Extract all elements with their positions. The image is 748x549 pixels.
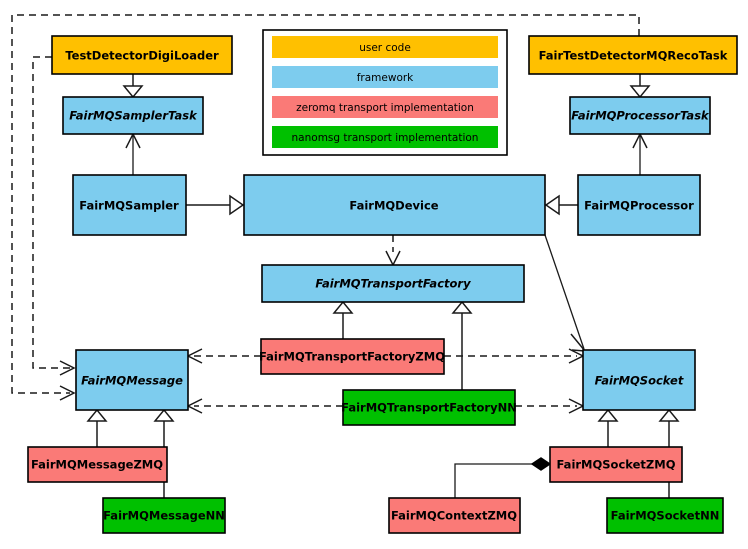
class-node-FairMQDevice[interactable]: FairMQDevice — [243, 174, 546, 236]
class-box-FairMQSampler[interactable] — [72, 174, 187, 236]
class-node-FairTestDetectorMQRecoTask[interactable]: FairTestDetectorMQRecoTask — [528, 35, 738, 75]
class-label-FairMQSampler: FairMQSampler — [79, 199, 179, 213]
class-box-FairMQTransportFactory[interactable] — [261, 264, 525, 303]
legend-swatch-user-code — [272, 36, 498, 58]
arrowhead-recotask-to-processortask — [629, 85, 651, 99]
edge-contextzmq-to-socketzmq — [454, 463, 533, 498]
class-label-FairMQDevice: FairMQDevice — [349, 199, 438, 213]
class-label-FairMQSocketNN: FairMQSocketNN — [611, 509, 720, 523]
legend-label-user-code: user code — [359, 42, 411, 54]
class-node-FairMQSamplerTask[interactable]: FairMQSamplerTask — [62, 96, 204, 135]
class-label-FairMQTransportFactoryZMQ: FairMQTransportFactoryZMQ — [259, 350, 445, 364]
class-box-FairMQMessageNN[interactable] — [102, 497, 226, 534]
class-box-FairMQSocket[interactable] — [582, 349, 696, 411]
class-box-FairMQProcessorTask[interactable] — [569, 96, 711, 135]
class-box-FairMQSocketNN[interactable] — [606, 497, 724, 534]
arrowhead-digiloader-to-message — [59, 360, 76, 376]
class-node-FairMQMessageZMQ[interactable]: FairMQMessageZMQ — [27, 446, 168, 483]
class-label-FairMQMessageNN: FairMQMessageNN — [103, 509, 225, 523]
legend-label-zeromq: zeromq transport implementation — [296, 102, 474, 114]
class-label-FairMQTransportFactoryNN: FairMQTransportFactoryNN — [341, 401, 517, 415]
legend-label-framework: framework — [357, 72, 414, 84]
class-node-FairMQProcessorTask[interactable]: FairMQProcessorTask — [569, 96, 711, 135]
class-box-FairMQSamplerTask[interactable] — [62, 96, 204, 135]
class-box-FairMQMessage[interactable] — [75, 349, 189, 411]
legend-label-nanomsg: nanomsg transport implementation — [292, 132, 479, 144]
class-box-FairMQMessageZMQ[interactable] — [27, 446, 168, 483]
legend-swatch-zeromq — [272, 96, 498, 118]
class-node-TestDetectorDigiLoader[interactable]: TestDetectorDigiLoader — [51, 35, 233, 75]
arrowhead-socketnn-to-socket — [658, 408, 680, 422]
edge-device-to-socket — [544, 234, 585, 350]
class-box-FairMQContextZMQ[interactable] — [388, 497, 521, 534]
class-box-TestDetectorDigiLoader[interactable] — [51, 35, 233, 75]
class-label-FairMQSamplerTask: FairMQSamplerTask — [69, 109, 198, 123]
arrowhead-socketzmq-to-socket — [597, 408, 619, 422]
class-box-FairMQTransportFactoryZMQ[interactable] — [260, 338, 445, 375]
class-label-FairMQMessageZMQ: FairMQMessageZMQ — [31, 458, 163, 472]
arrowhead-recotask-to-message — [59, 385, 76, 401]
arrowhead-digiloader-to-samplertask — [122, 85, 144, 99]
class-box-FairTestDetectorMQRecoTask[interactable] — [528, 35, 738, 75]
edge-digiloader-to-message — [32, 56, 70, 369]
arrowhead-messagezmq-to-message — [86, 408, 108, 422]
class-node-FairMQTransportFactoryNN[interactable]: FairMQTransportFactoryNN — [341, 389, 517, 426]
class-node-FairMQSampler[interactable]: FairMQSampler — [72, 174, 187, 236]
class-node-FairMQSocketZMQ[interactable]: FairMQSocketZMQ — [549, 446, 683, 483]
class-node-FairMQTransportFactory[interactable]: FairMQTransportFactory — [261, 264, 525, 303]
arrowhead-sampler-to-device — [229, 194, 245, 216]
class-label-TestDetectorDigiLoader: TestDetectorDigiLoader — [65, 49, 219, 63]
class-label-FairTestDetectorMQRecoTask: FairTestDetectorMQRecoTask — [539, 49, 728, 63]
class-label-FairMQProcessorTask: FairMQProcessorTask — [571, 109, 710, 123]
class-label-FairMQSocketZMQ: FairMQSocketZMQ — [557, 458, 676, 472]
class-box-FairMQDevice[interactable] — [243, 174, 546, 236]
class-node-FairMQMessage[interactable]: FairMQMessage — [75, 349, 189, 411]
class-label-FairMQProcessor: FairMQProcessor — [584, 199, 694, 213]
class-node-FairMQTransportFactoryZMQ[interactable]: FairMQTransportFactoryZMQ — [259, 338, 445, 375]
class-node-FairMQSocket[interactable]: FairMQSocket — [582, 349, 696, 411]
class-node-FairMQContextZMQ[interactable]: FairMQContextZMQ — [388, 497, 521, 534]
class-label-FairMQMessage: FairMQMessage — [81, 374, 183, 388]
class-label-FairMQSocket: FairMQSocket — [595, 374, 684, 388]
edge-recotask-to-message — [11, 14, 640, 394]
legend: user code framework zeromq transport imp… — [262, 29, 508, 156]
legend-swatch-framework — [272, 66, 498, 88]
class-box-FairMQTransportFactoryNN[interactable] — [342, 389, 516, 426]
arrowhead-processor-to-device — [544, 194, 560, 216]
arrowhead-tfzmq-to-transportfactory — [332, 300, 354, 314]
class-box-FairMQSocketZMQ[interactable] — [549, 446, 683, 483]
legend-swatch-nanomsg — [272, 126, 498, 148]
class-node-FairMQSocketNN[interactable]: FairMQSocketNN — [606, 497, 724, 534]
class-label-FairMQContextZMQ: FairMQContextZMQ — [391, 509, 517, 523]
class-label-FairMQTransportFactory: FairMQTransportFactory — [315, 277, 471, 291]
arrowhead-tfnn-to-transportfactory — [451, 300, 473, 314]
class-node-FairMQProcessor[interactable]: FairMQProcessor — [577, 174, 701, 236]
class-node-FairMQMessageNN[interactable]: FairMQMessageNN — [102, 497, 226, 534]
arrowhead-messagenn-to-message — [153, 408, 175, 422]
class-box-FairMQProcessor[interactable] — [577, 174, 701, 236]
